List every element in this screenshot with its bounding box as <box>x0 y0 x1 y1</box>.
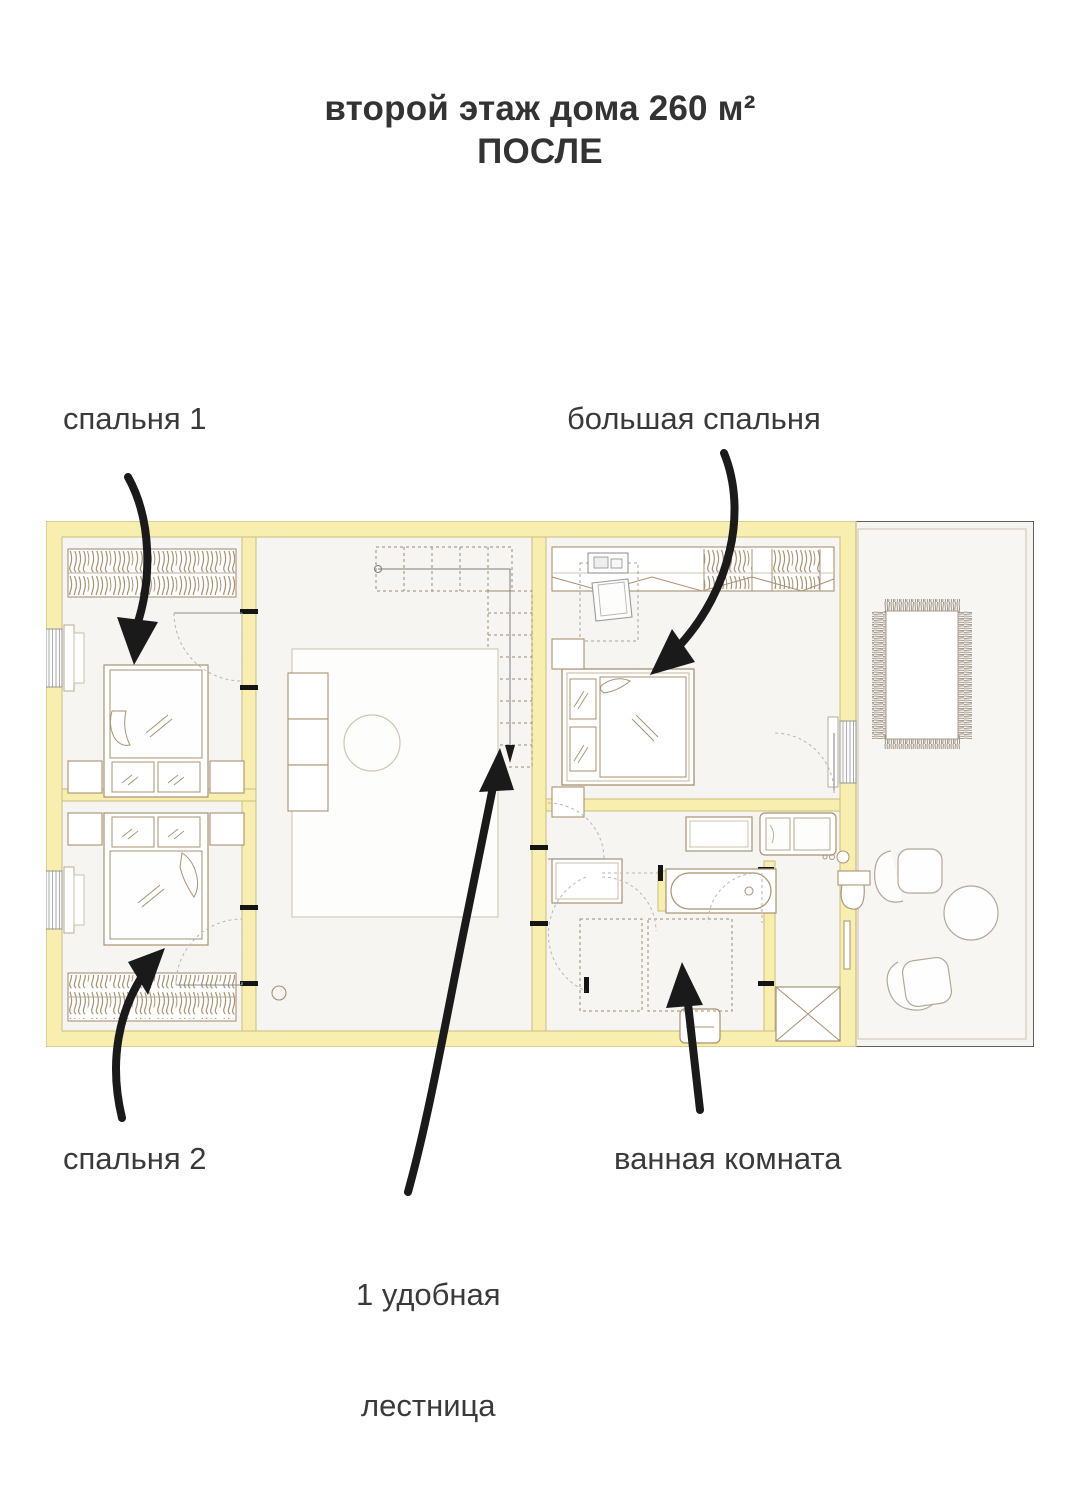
bathroom-doors <box>547 802 763 992</box>
bigbedroom-nightstand-top <box>551 638 585 670</box>
callout-bedroom-2: спальня 2 <box>63 1141 207 1176</box>
terrace-area <box>851 521 1034 1047</box>
bedroom2-bed <box>103 812 209 946</box>
title-line-1: второй этаж дома 260 м² <box>324 89 756 128</box>
bathroom-toilet <box>837 870 871 910</box>
callout-big-bedroom: большая спальня <box>567 401 821 436</box>
bigbedroom-desk <box>579 552 639 642</box>
room-bedroom-2 <box>67 812 245 1022</box>
bedroom1-nightstand-left <box>67 760 103 794</box>
bathroom-fixtures <box>822 850 850 864</box>
callout-stairs-line-2: лестница <box>361 1388 496 1423</box>
hall-sofa <box>287 672 329 812</box>
bedroom1-wardrobe <box>67 548 237 598</box>
callout-bathroom: ванная комната <box>614 1141 842 1176</box>
bathroom-washer <box>759 812 837 856</box>
bedroom2-nightstand-left <box>67 812 103 846</box>
window-bedroom-1 <box>46 624 85 692</box>
terrace-armchair-1 <box>874 848 943 903</box>
title-line-2: ПОСЛЕ <box>477 132 603 171</box>
bathroom-shower <box>775 986 841 1042</box>
callout-stairs-line-1: 1 удобная <box>356 1277 501 1312</box>
terrace-round-table <box>943 885 999 941</box>
bedroom2-nightstand-right <box>209 812 245 846</box>
window-bedroom-2 <box>46 866 85 934</box>
bigbedroom-nightstand-bottom <box>551 786 585 818</box>
room-bedroom-1 <box>67 548 245 798</box>
callout-bedroom-1: спальня 1 <box>63 401 207 436</box>
bigbedroom-door <box>773 732 835 794</box>
screenshot-stage: второй этаж дома 260 м² ПОСЛЕ <box>0 88 1080 1423</box>
hall-coffee-table <box>343 714 401 772</box>
bedroom1-door <box>173 612 243 683</box>
bedroom1-nightstand-right <box>209 760 245 794</box>
window-big-bedroom <box>827 716 857 788</box>
terrace-armchair-2 <box>886 956 953 1011</box>
bedroom2-wardrobe <box>67 972 237 1022</box>
page-title: второй этаж дома 260 м² ПОСЛЕ <box>0 88 1080 174</box>
bedroom1-bed <box>103 664 209 798</box>
floor-plan-drawing <box>46 521 1034 1047</box>
bathroom-sink <box>679 1008 721 1044</box>
bathroom-bathtub <box>665 868 777 914</box>
hall-floor-lamp <box>271 985 287 1001</box>
bigbedroom-bed <box>561 668 695 786</box>
terrace-rug <box>872 599 972 749</box>
callout-stairs: 1 удобная лестница <box>356 1202 501 1498</box>
bedroom2-door <box>175 917 243 986</box>
